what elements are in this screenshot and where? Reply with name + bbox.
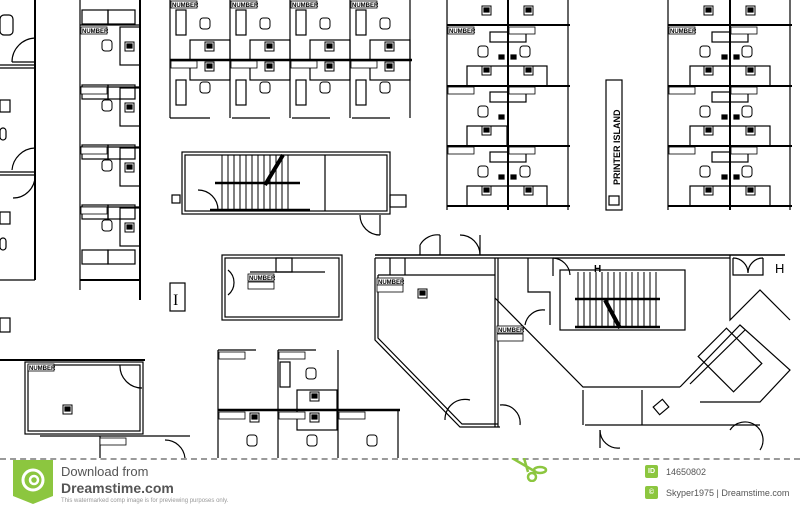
- office-floor-plan: NUMBER NUMBER NUMBER NUMBER NUMBER NUMBE…: [0, 0, 792, 458]
- top-center-cubicles: [169, 0, 412, 119]
- printer-island: [605, 79, 623, 211]
- scissors-icon: [511, 458, 548, 482]
- lower-right-wing: [374, 234, 791, 451]
- svg-text:NUMBER: NUMBER: [29, 366, 56, 372]
- lower-center-cubicles: [217, 349, 400, 458]
- column-box: [169, 282, 186, 312]
- watermark-note: This watermarked comp image is for previ…: [61, 498, 229, 504]
- image-id: 14650802: [666, 466, 707, 477]
- svg-text:NUMBER: NUMBER: [449, 29, 476, 35]
- dreamstime-link[interactable]: Dreamstime.com: [61, 480, 174, 496]
- image-id-row: ID 14650802: [645, 465, 706, 478]
- credit-text[interactable]: Skyper1975 | Dreamstime.com: [666, 487, 790, 498]
- cubicle-tags: NUMBER NUMBER NUMBER NUMBER NUMBER NUMBE…: [29, 3, 697, 372]
- svg-text:NUMBER: NUMBER: [670, 29, 697, 35]
- download-from-text: Download from: [61, 464, 149, 479]
- column-mark: I: [173, 292, 178, 309]
- svg-text:NUMBER: NUMBER: [378, 280, 405, 286]
- svg-text:NUMBER: NUMBER: [292, 3, 319, 9]
- stairwell-center: [171, 151, 407, 236]
- right-cubicle-blocks: [446, 0, 792, 210]
- left-cubicle-column: [79, 0, 141, 300]
- left-offices: [0, 0, 36, 333]
- svg-text:NUMBER: NUMBER: [498, 328, 525, 334]
- credit-row: © Skyper1975 | Dreamstime.com: [645, 486, 789, 499]
- stair-landing-mark: H: [594, 264, 601, 275]
- dreamstime-spiral-badge-icon: [13, 460, 53, 504]
- room-center: [221, 254, 343, 321]
- watermark-footer: Download from Dreamstime.com This waterm…: [0, 458, 800, 512]
- svg-text:NUMBER: NUMBER: [352, 3, 379, 9]
- copyright-icon: ©: [645, 486, 658, 499]
- svg-text:NUMBER: NUMBER: [172, 3, 199, 9]
- svg-text:NUMBER: NUMBER: [82, 29, 109, 35]
- svg-text:NUMBER: NUMBER: [249, 276, 276, 282]
- svg-text:NUMBER: NUMBER: [232, 3, 259, 9]
- printer-island-label: PRINTER ISLAND: [612, 109, 622, 185]
- cut-line: [0, 458, 800, 460]
- elevator-mark: H: [775, 261, 784, 276]
- id-icon: ID: [645, 465, 658, 478]
- lower-left-rooms: [0, 359, 190, 458]
